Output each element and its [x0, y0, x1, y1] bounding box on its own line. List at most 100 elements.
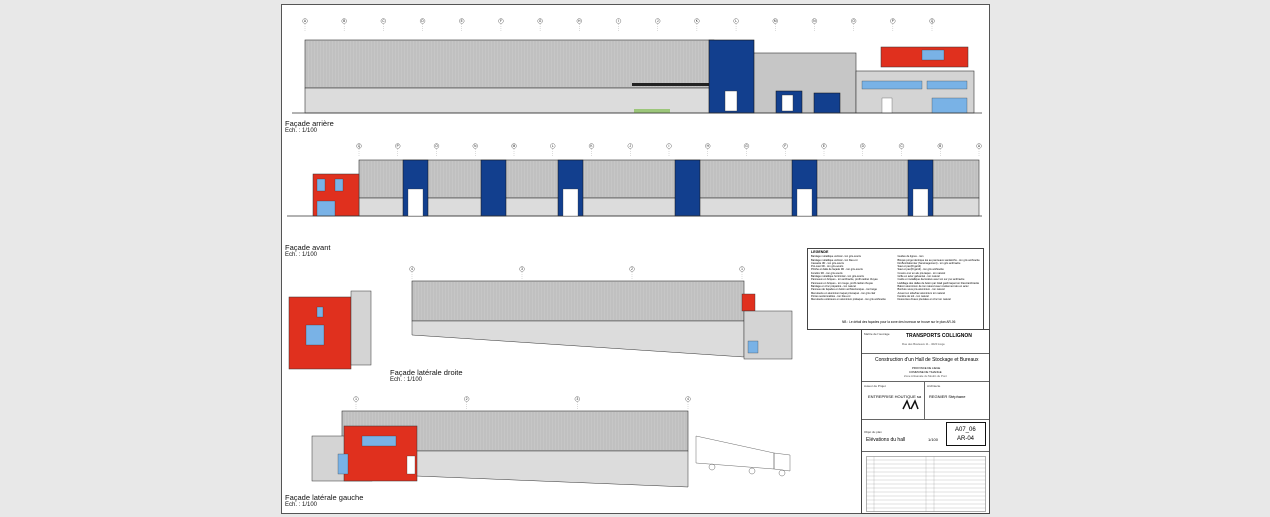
legend-box: LEGENDE Bardage métallique vertical - to…: [807, 248, 984, 330]
left-axis-label: 2: [466, 397, 468, 401]
legend-title: LEGENDE: [811, 250, 829, 254]
rear-axis-label: N: [813, 19, 816, 23]
front-axis-label: M: [513, 144, 516, 148]
tb-project-section: Construction d'un Hall de Stockage et Bu…: [862, 354, 989, 382]
front-axis-label: L: [552, 144, 554, 148]
rear-axis-label: Q: [931, 19, 934, 23]
tb-contractor-label: Auteur de Projet: [864, 384, 886, 388]
legend-item: Cadre et métallique decorative avec ton …: [897, 278, 965, 282]
front-axis-label: C: [900, 144, 903, 148]
legend-item: Pré-cast 3D - ton gris-souris: [811, 265, 844, 269]
left-elevation: 1 2 3 4: [311, 396, 791, 488]
front-axis-label: F: [784, 144, 786, 148]
rear-axis-label: M: [774, 19, 777, 23]
legend-item: Menuiserie extérieure en aluminium préla…: [811, 298, 886, 302]
front-axis-label: Q: [358, 144, 361, 148]
legend-item: Bloqué porge identique les au panneaux s…: [897, 258, 980, 262]
rear-axis-label: D: [421, 19, 424, 23]
front-axis-label: I: [669, 144, 670, 148]
legend-item: Couvre-mur en alu pré-laqué - ton nature…: [897, 271, 946, 275]
tb-contractor: ENTREPRISE HOUTIQUE sa: [868, 394, 922, 399]
legend-item: Panneaux en briques - ton anthracite, pr…: [811, 278, 878, 282]
legend-item: Menuiserie en aluminium laqué pris-laqué…: [811, 291, 876, 295]
front-axis-label: P: [397, 144, 399, 148]
left-red-block: [343, 425, 418, 482]
legend-item: Guides de lignes - rien: [897, 255, 924, 259]
tb-project: Construction d'un Hall de Stockage et Bu…: [875, 357, 979, 363]
right-axis-label: 2: [631, 267, 633, 271]
tb-drawing-section: Objet du plan Elévations du hall 1/100 A…: [862, 420, 989, 452]
legend-item: Bardage métallique horizontal - ton gris…: [811, 275, 864, 279]
front-axis-label: D: [862, 144, 865, 148]
front-axis-label: A: [978, 144, 981, 148]
tb-company-sub: Rue des Bouleaux 11 - 4020 Liège: [902, 342, 945, 346]
rear-axis-label: C: [382, 19, 385, 23]
rear-axis-label: G: [539, 19, 542, 23]
rear-axis-label: J: [657, 19, 659, 23]
front-axis-label: J: [629, 144, 631, 148]
front-axis-label: E: [823, 144, 825, 148]
tb-scale: 1/100: [928, 437, 939, 442]
left-scale: Ech. : 1/100: [285, 502, 318, 508]
legend-item: Dé-Box/Jalonnier (l'aménagement) - ton g…: [897, 261, 961, 265]
tb-parcel: Zone Artisanale du Moulin du Pont: [904, 374, 947, 378]
front-scale: Ech. : 1/100: [285, 252, 318, 258]
tb-drawing: Elévations du hall: [866, 437, 906, 443]
rear-axis-label: I: [618, 19, 619, 23]
legend-item: Portes sectionnables - ton bleu-roi: [811, 294, 851, 298]
rear-axis-label: O: [852, 19, 855, 23]
office-note: NB : Le détail des façades pour la zone …: [842, 320, 956, 324]
left-axis-label: 1: [355, 397, 357, 401]
legend-item: Saut et pan(fil gardi): [897, 265, 921, 269]
legend-item: Balcon aluminium de ton naturel avec rev…: [897, 284, 969, 288]
tb-number-box: A07_06 AR-04: [946, 422, 986, 446]
front-axis-label: G: [745, 144, 748, 148]
rear-axis-label: B: [343, 19, 345, 23]
title-block: Maître de l'ouvrage TRANSPORTS COLLIGNON…: [861, 329, 990, 514]
right-axis-label: 3: [521, 267, 523, 271]
legend-item: Habillage des dalles de béton par Glad g…: [897, 281, 980, 285]
legend-item: Auvent en toile/bac aluminium ton nature…: [897, 291, 946, 295]
rear-axis-label: A: [304, 19, 307, 23]
legend-item: Descentes d'eaux pluviales en zinc ton n…: [897, 298, 951, 302]
tb-drawing-no: A07_06: [955, 427, 976, 433]
left-axis-label: 4: [687, 397, 689, 401]
legend-item: Saut et pan(fil gardi) - ton gris anthra…: [897, 268, 944, 272]
tb-company: TRANSPORTS COLLIGNON: [906, 333, 972, 339]
legend-item: Fenêtre 3D - ton gris-souris: [811, 271, 843, 275]
legend-item: Bardage métallique vertical - ton bleu-r…: [811, 258, 858, 262]
right-title: Façade latérale droite: [390, 368, 463, 377]
legend-item: Cassette 3D - ton gris-souris: [811, 261, 844, 265]
tb-authors-section: Auteur de Projet ENTREPRISE HOUTIQUE sa …: [862, 382, 989, 420]
tb-province: PROVINCE DE LIEGE: [912, 366, 941, 370]
rear-axis-label: K: [696, 19, 699, 23]
front-axis-label: B: [939, 144, 941, 148]
right-axis-label: 1: [741, 267, 743, 271]
legend-item: Bardage métallique vertical - ton gris-s…: [811, 255, 861, 259]
left-title: Façade latérale gauche: [285, 493, 364, 502]
legend-item: Panneau de façades en béton architectoni…: [811, 288, 877, 292]
legend-item: Fenêtre de toit - ton naturel: [897, 294, 929, 298]
tb-sheet-no: AR-04: [957, 436, 975, 442]
tb-architect-label: Architecte: [927, 384, 941, 388]
truck-outline: [695, 435, 791, 477]
left-axis-label: 3: [576, 397, 578, 401]
tb-owner-section: Maître de l'ouvrage TRANSPORTS COLLIGNON…: [862, 330, 989, 354]
left-axis-row: 1 2 3 4: [353, 396, 691, 410]
front-title: Façade avant: [285, 243, 331, 252]
rear-axis-label: H: [578, 19, 581, 23]
contractor-logo: [902, 399, 919, 410]
legend-item: Plinthe et dalle de façade 3D - ton gris…: [811, 268, 863, 272]
rear-axis-label: P: [892, 19, 894, 23]
tb-architect: REGNIER Stéphane: [929, 394, 966, 399]
right-scale: Ech. : 1/100: [390, 377, 423, 383]
rear-axis-label: F: [500, 19, 502, 23]
front-axis-label: H: [707, 144, 710, 148]
